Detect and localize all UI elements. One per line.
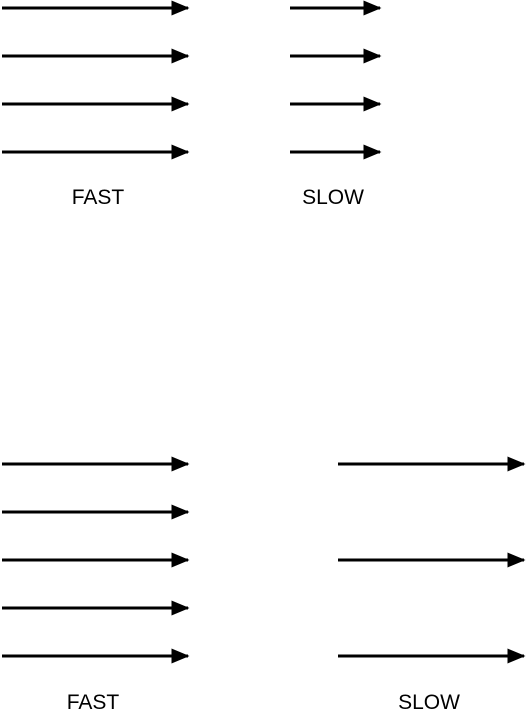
bottom-fast-group [2, 456, 190, 664]
top-fast-group [2, 0, 190, 160]
top-slow-group [290, 0, 382, 160]
top-slow-label: SLOW [302, 186, 364, 209]
top-fast-label: FAST [71, 186, 125, 209]
bottom-slow-group [338, 456, 526, 664]
bottom-slow-label: SLOW [398, 691, 460, 714]
bottom-fast-label: FAST [66, 691, 120, 714]
